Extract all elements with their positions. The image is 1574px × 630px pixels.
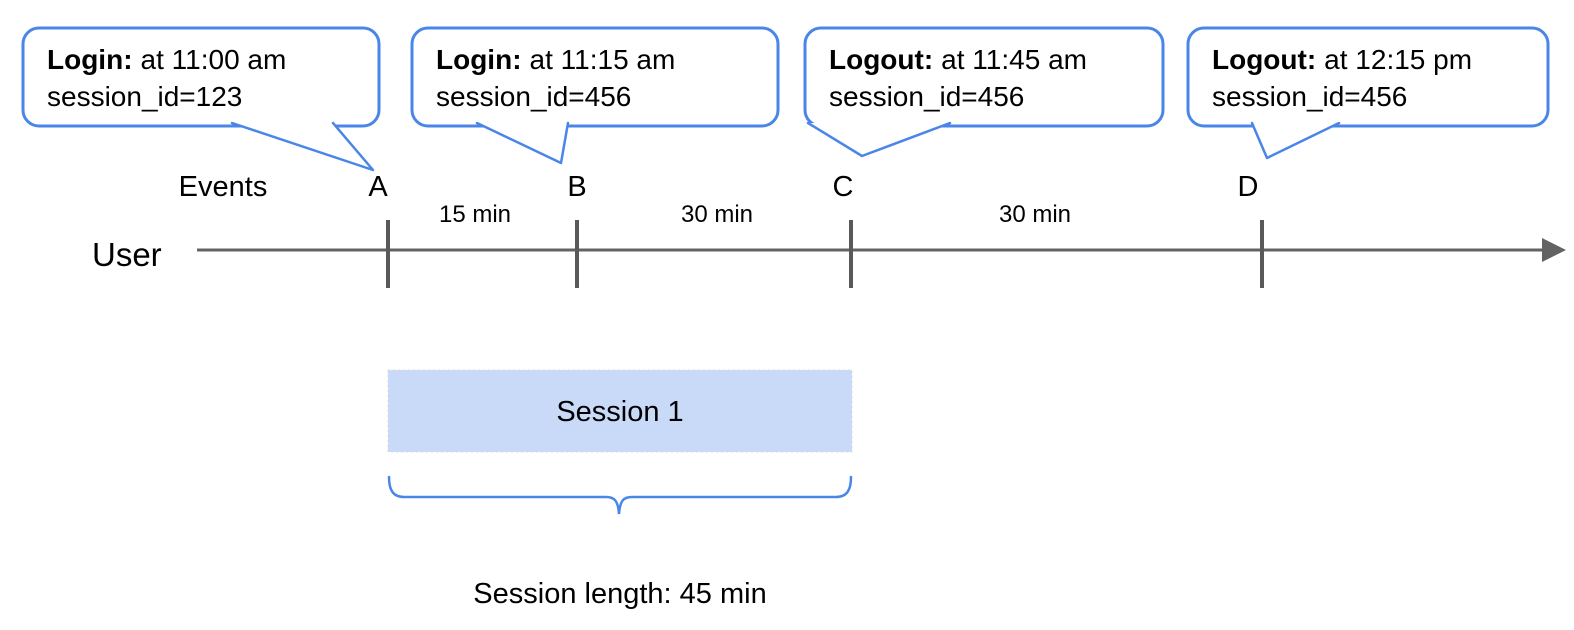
callout-tail [230,121,375,172]
curly-brace [387,475,853,515]
event-type-label: Logout: [829,44,933,75]
arrowhead-icon [1542,238,1566,262]
interval-label-a-b: 15 min [439,201,511,228]
event-letter-b: B [567,171,586,203]
event-line1: Login: at 11:15 am [436,44,675,75]
callout-tail [475,121,570,165]
event-session-id: session_id=123 [47,81,242,112]
event-session-id: session_id=456 [436,81,631,112]
callout-bubble [21,26,381,128]
timeline: User [92,220,1566,288]
callout-event-a: Login: at 11:00 am session_id=123 [21,26,381,172]
callout-bubble [803,26,1165,128]
session-span: Session 1 Session length: 45 min [387,369,853,610]
event-session-id: session_id=456 [1212,81,1407,112]
user-row-label: User [92,236,162,273]
interval-label-c-d: 30 min [999,201,1071,228]
event-letter-a: A [368,171,388,203]
event-time: at 11:00 am [141,44,287,75]
event-line1: Logout: at 12:15 pm [1212,44,1472,75]
event-time: at 12:15 pm [1324,44,1472,75]
session-box-label: Session 1 [556,396,683,428]
event-letter-d: D [1238,171,1259,203]
event-line1: Login: at 11:00 am [47,44,286,75]
events-axis-label: Events [179,171,268,203]
callout-tail [1250,121,1341,160]
event-time: at 11:15 am [530,44,676,75]
callout-event-d: Logout: at 12:15 pm session_id=456 [1186,26,1550,160]
interval-label-b-c: 30 min [681,201,753,228]
callout-bubble [1186,26,1550,128]
event-type-label: Logout: [1212,44,1316,75]
event-type-label: Login: [47,44,133,75]
event-time: at 11:45 am [941,44,1087,75]
session-box [387,369,853,453]
event-type-label: Login: [436,44,522,75]
event-line1: Logout: at 11:45 am [829,44,1087,75]
callout-event-b: Login: at 11:15 am session_id=456 [410,26,780,165]
callout-tail [806,121,952,158]
callout-bubble [410,26,780,128]
session-length-label: Session length: 45 min [473,578,766,610]
callout-event-c: Logout: at 11:45 am session_id=456 [803,26,1165,158]
event-letter-c: C [833,171,854,203]
event-session-id: session_id=456 [829,81,1024,112]
